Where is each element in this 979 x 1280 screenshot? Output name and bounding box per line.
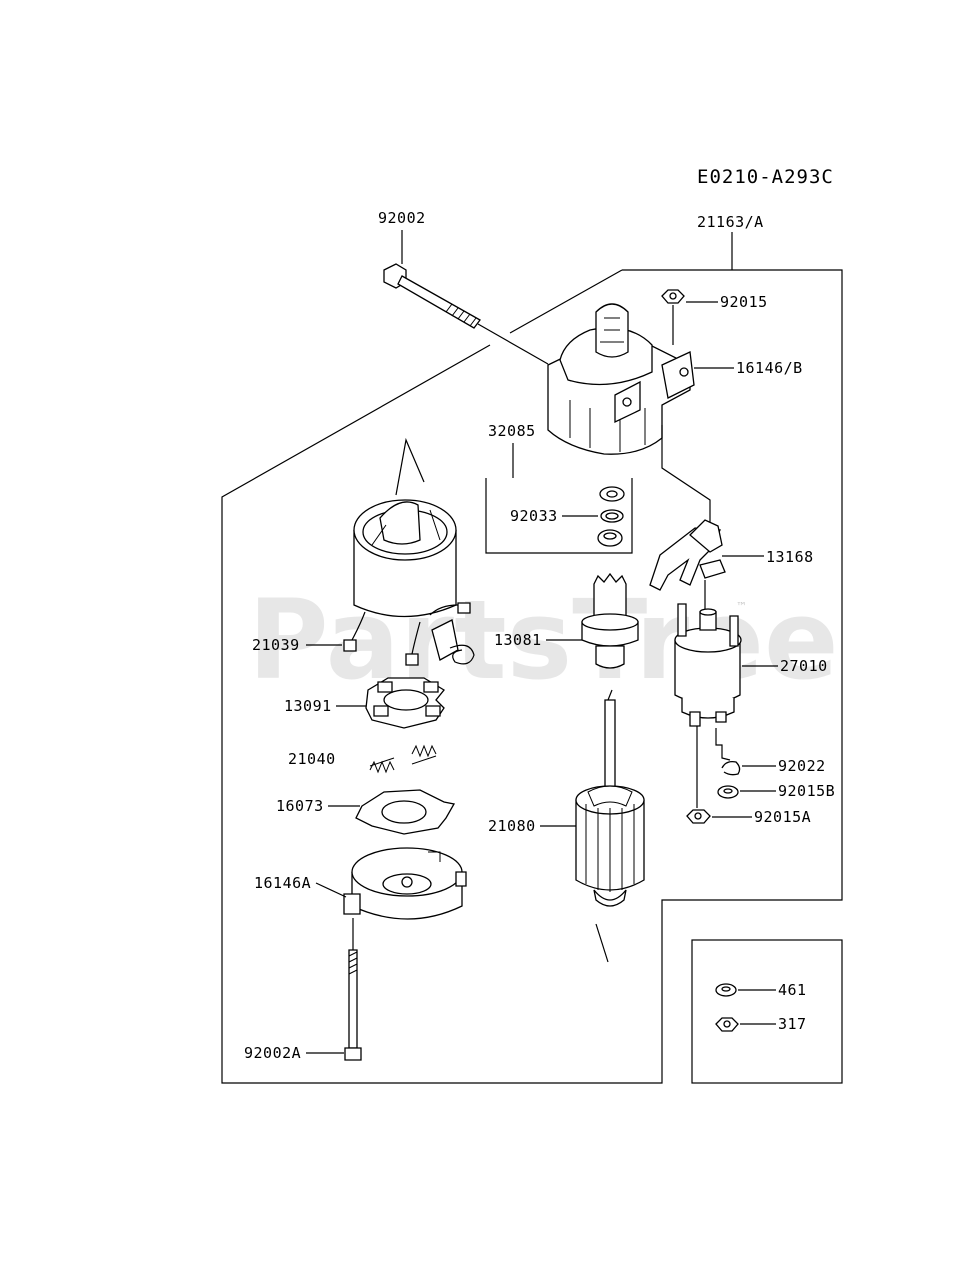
small-parts-box xyxy=(691,939,843,1084)
label-92002: 92002 xyxy=(378,209,426,227)
springs-21040 xyxy=(369,744,437,774)
brush-holder-13091 xyxy=(365,677,445,729)
solenoid-27010 xyxy=(674,603,742,727)
label-16146A: 16146A xyxy=(254,874,311,892)
label-13081: 13081 xyxy=(494,631,542,649)
label-21039: 21039 xyxy=(252,636,300,654)
label-32085: 32085 xyxy=(488,422,536,440)
label-13091: 13091 xyxy=(284,697,332,715)
nut-92015 xyxy=(661,289,685,345)
pinion-13081 xyxy=(581,572,639,669)
bracket-32085 xyxy=(485,478,633,554)
label-21040: 21040 xyxy=(288,750,336,768)
washer-461 xyxy=(715,983,737,997)
diagram-code: E0210-A293C xyxy=(697,166,834,188)
lever-13168 xyxy=(649,519,726,591)
label-92015A: 92015A xyxy=(754,808,811,826)
label-13168: 13168 xyxy=(766,548,814,566)
front-housing-16146B xyxy=(547,303,695,455)
label-27010: 27010 xyxy=(780,657,828,675)
label-16146B: 16146/B xyxy=(736,359,803,377)
plate-16073 xyxy=(355,789,456,835)
label-92033: 92033 xyxy=(510,507,558,525)
yoke-assembly xyxy=(343,437,475,666)
label-21163A: 21163/A xyxy=(697,213,764,231)
rear-cover-16146A xyxy=(343,847,467,920)
label-461: 461 xyxy=(778,981,807,999)
washer-92015B xyxy=(717,785,739,799)
label-21080: 21080 xyxy=(488,817,536,835)
label-92015: 92015 xyxy=(720,293,768,311)
nut-317 xyxy=(715,1017,739,1032)
assembly-outline xyxy=(221,269,843,1084)
through-bolt-92002 xyxy=(383,263,549,365)
watermark-text: PartsTree xyxy=(248,576,839,704)
link-solenoid-clip xyxy=(715,728,731,761)
clip-92022 xyxy=(721,760,741,776)
leader-housing-lever xyxy=(661,425,711,526)
leader-16146A xyxy=(315,882,347,898)
label-16073: 16073 xyxy=(276,797,324,815)
label-92015B: 92015B xyxy=(778,782,835,800)
label-317: 317 xyxy=(778,1015,807,1033)
watermark-trademark: ™ xyxy=(736,600,747,613)
label-92022: 92022 xyxy=(778,757,826,775)
label-92002A: 92002A xyxy=(244,1044,301,1062)
nut-92015A xyxy=(686,809,711,824)
bolt-92002A xyxy=(344,918,362,1061)
washers-92033 xyxy=(597,486,625,547)
armature-21080 xyxy=(575,689,645,963)
outline-top-break xyxy=(509,269,623,334)
